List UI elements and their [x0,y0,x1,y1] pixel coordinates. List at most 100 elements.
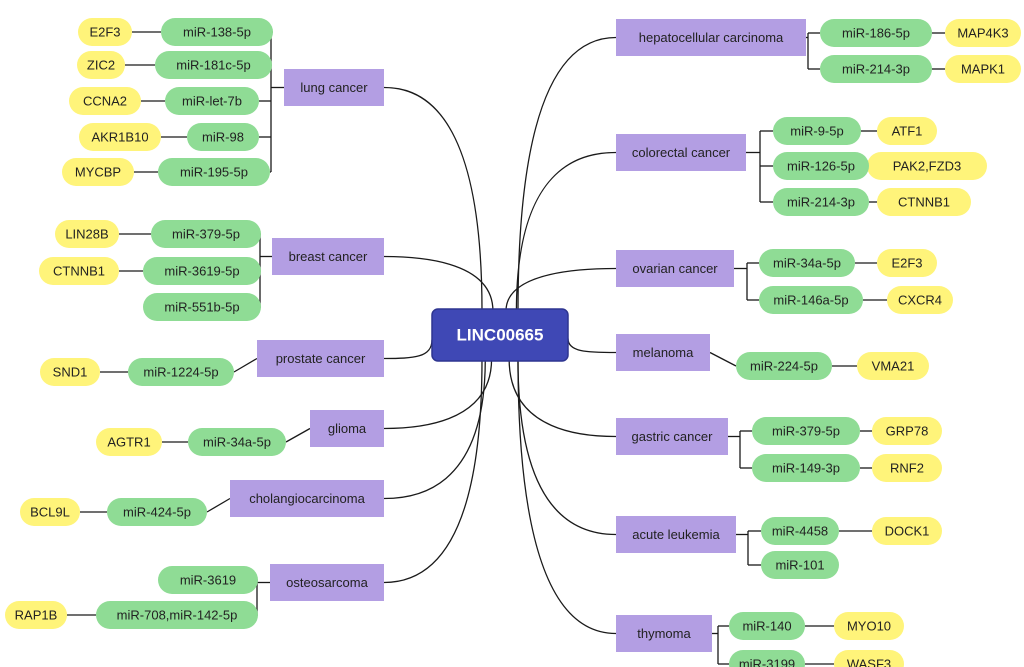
center-node-label: LINC00665 [457,326,544,345]
cancer-label-prostate: prostate cancer [276,351,366,366]
mirna-node [752,417,860,445]
mirna-label: miR-1224-5p [143,365,218,380]
cancer-node-ovarian [616,250,734,287]
mirna-label: miR-379-5p [772,424,840,439]
gene-label: CXCR4 [898,293,942,308]
gene-label: MAP4K3 [957,26,1008,41]
edge-center-ovarian [505,267,617,312]
gene-label: MYO10 [847,619,891,634]
mirna-node [188,428,286,456]
edge-center-glioma [383,358,493,430]
mirna-label: miR-138-5p [183,25,251,40]
gene-node [945,55,1021,83]
gene-label: BCL9L [30,505,70,520]
gene-node [834,612,904,640]
gene-label: RNF2 [890,461,924,476]
mirna-node [820,19,932,47]
gene-node [20,498,80,526]
edge-center-prostate [383,339,433,360]
edge-center-osteo [383,358,483,584]
cancer-node-prostate [257,340,384,377]
cancer-node-hcc [616,19,806,56]
cancer-node-colorectal [616,134,746,171]
gene-node [834,650,904,667]
mirna-label: miR-379-5p [172,227,240,242]
mirna-label: miR-3619 [180,573,236,588]
mirna-label: miR-214-3p [787,195,855,210]
mirna-label: miR-126-5p [787,159,855,174]
cancer-label-cholangio: cholangiocarcinoma [249,491,365,506]
mirna-node [107,498,207,526]
cancer-label-colorectal: colorectal cancer [632,145,731,160]
cancer-label-glioma: glioma [328,421,367,436]
mirna-label: miR-224-5p [750,359,818,374]
mirna-node [158,158,270,186]
edge-center-leukemia [517,358,617,536]
gene-label: RAP1B [15,608,58,623]
gene-node [867,152,987,180]
cancer-label-hcc: hepatocellular carcinoma [639,30,784,45]
connector-lines [67,31,945,665]
cancer-node-lung [284,69,384,106]
mirna-label: miR-146a-5p [773,293,848,308]
gene-node [55,220,119,248]
center-node [431,308,569,362]
gene-label: VMA21 [872,359,915,374]
mirna-label: miR-424-5p [123,505,191,520]
mirna-node [752,454,860,482]
gene-label: GRP78 [886,424,929,439]
gene-node [77,51,125,79]
gene-node [872,454,942,482]
mirna-label: miR-149-3p [772,461,840,476]
mirna-node [729,650,805,667]
edge-center-cholangio [383,358,486,500]
gene-node [945,19,1021,47]
gene-node [62,158,134,186]
cancer-label-melanoma: melanoma [633,345,694,360]
mirna-label: miR-9-5p [790,124,843,139]
mirna-node [736,352,832,380]
mirna-node [155,51,272,79]
mirna-label: miR-214-3p [842,62,910,77]
cancer-label-leukemia: acute leukemia [632,527,720,542]
mirna-label: miR-3199 [739,657,795,667]
gene-node [39,257,119,285]
gene-label: CTNNB1 [898,195,950,210]
cancer-node-gastric [616,418,728,455]
mirna-label: miR-34a-5p [773,256,841,271]
mirna-label: miR-181c-5p [176,58,250,73]
edge-center-hcc [517,36,617,312]
gene-node [69,87,141,115]
mirna-label: miR-101 [775,558,824,573]
edge-mirna-cholangio-0 [206,497,231,513]
mirna-label: miR-4458 [772,524,828,539]
gene-label: SND1 [53,365,88,380]
gene-label: AGTR1 [107,435,150,450]
gene-label: MYCBP [75,165,121,180]
mirna-node [761,517,839,545]
gene-node [877,188,971,216]
gene-label: WASF3 [847,657,891,667]
mirna-node [773,188,869,216]
cancer-node-breast [272,238,384,275]
mirna-label: miR-551b-5p [164,300,239,315]
mirna-node [759,249,855,277]
gene-label: CTNNB1 [53,264,105,279]
gene-label: ATF1 [892,124,923,139]
mirna-node [187,123,259,151]
edge-mirna-glioma-0 [285,427,311,443]
cancer-node-osteo [270,564,384,601]
cancer-node-cholangio [230,480,384,517]
gene-label: PAK2,FZD3 [893,159,961,174]
edge-center-breast [383,255,494,312]
mirna-label: miR-140 [742,619,791,634]
gene-node [872,517,942,545]
gene-label: E2F3 [89,25,120,40]
mirna-node [761,551,839,579]
cancer-node-leukemia [616,516,736,553]
mirna-label: miR-let-7b [182,94,242,109]
edge-mirna-prostate-0 [233,357,258,373]
gene-label: CCNA2 [83,94,127,109]
